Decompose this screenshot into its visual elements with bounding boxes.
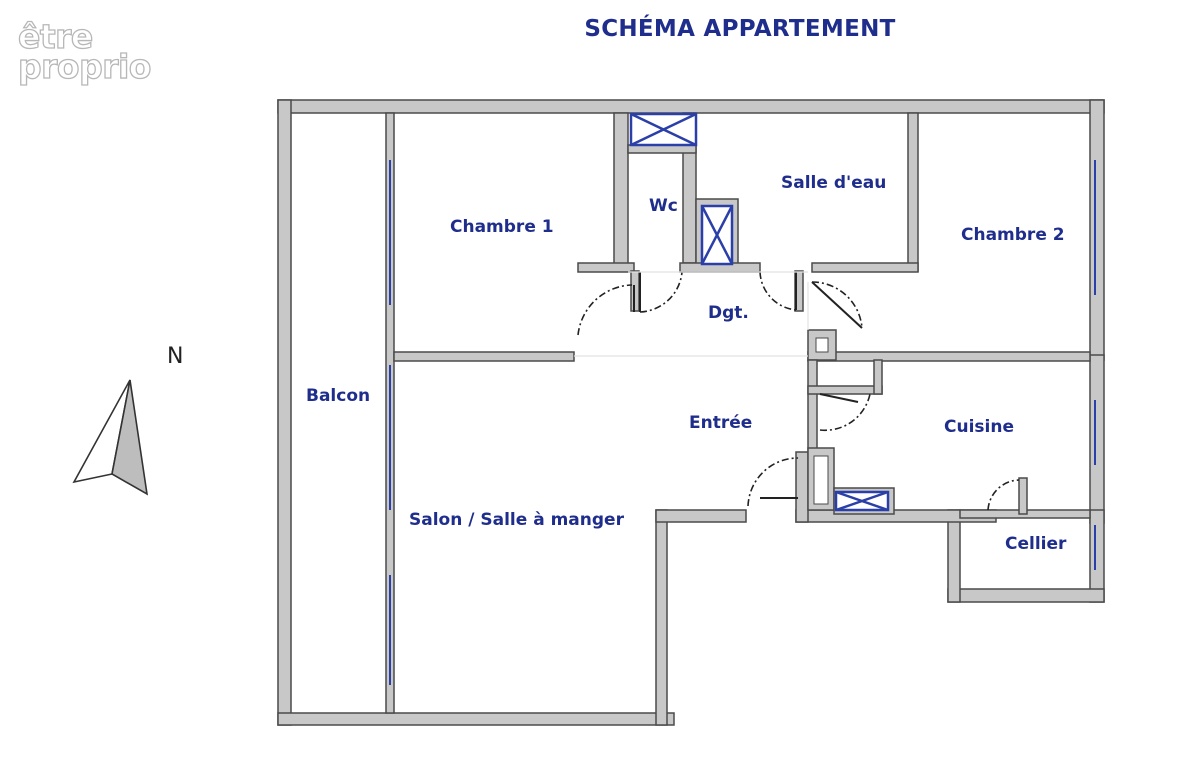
wall-cellier-right bbox=[1089, 509, 1105, 603]
wall-salon-notch-top bbox=[655, 509, 747, 523]
wall-entree-bottom bbox=[795, 451, 809, 523]
wall-chambre1-right bbox=[613, 112, 629, 272]
wall-sde-right bbox=[907, 112, 919, 272]
wall-cellier-bottom bbox=[947, 588, 1105, 603]
door-chambre2 bbox=[811, 281, 863, 329]
logo-line-2: proprio bbox=[17, 47, 152, 86]
wall-left bbox=[277, 99, 292, 726]
etre-proprio-logo: être proprio bbox=[17, 17, 152, 86]
room-cuisine: Cuisine bbox=[944, 417, 1014, 437]
closet-inner bbox=[815, 337, 829, 353]
door-closet bbox=[819, 393, 871, 432]
wall-closet-shelf bbox=[807, 385, 883, 395]
wall-chambre1-bottom-left bbox=[393, 351, 575, 362]
room-balcon: Balcon bbox=[306, 386, 371, 406]
door-wc bbox=[639, 271, 683, 313]
wall-sde-bottom-right bbox=[811, 262, 919, 273]
wall-top bbox=[277, 99, 1105, 114]
page-title: SCHÉMA APPARTEMENT bbox=[584, 16, 896, 42]
door-sde bbox=[759, 271, 797, 311]
wall-bottom-salon bbox=[277, 712, 675, 726]
door-cellier bbox=[987, 479, 1020, 511]
logo-line-1: être bbox=[17, 17, 94, 56]
room-wc: Wc bbox=[649, 196, 678, 216]
wall-cellier-left bbox=[947, 509, 961, 603]
wall-closet-left bbox=[807, 359, 818, 451]
room-chambre-1: Chambre 1 bbox=[450, 217, 554, 237]
room-salle-eau: Salle d'eau bbox=[781, 173, 887, 193]
entree-box-inner bbox=[813, 455, 829, 505]
wall-closet-right bbox=[873, 359, 883, 395]
wall-right-lower bbox=[1089, 354, 1105, 524]
north-label: N bbox=[167, 344, 184, 369]
wall-salon-notch-right bbox=[655, 509, 668, 726]
wall-chambre1-stub bbox=[577, 262, 635, 273]
room-degagement: Dgt. bbox=[708, 303, 749, 323]
room-entree: Entrée bbox=[689, 413, 753, 433]
compass-icon bbox=[72, 379, 149, 496]
room-salon: Salon / Salle à manger bbox=[409, 510, 624, 530]
door-chambre1 bbox=[577, 284, 633, 336]
room-chambre-2: Chambre 2 bbox=[961, 225, 1065, 245]
wall-horizontal-right bbox=[807, 351, 1091, 362]
wall-cellier-door-stub bbox=[1018, 477, 1028, 515]
room-cellier: Cellier bbox=[1005, 534, 1067, 554]
wall-right-upper bbox=[1089, 99, 1105, 361]
